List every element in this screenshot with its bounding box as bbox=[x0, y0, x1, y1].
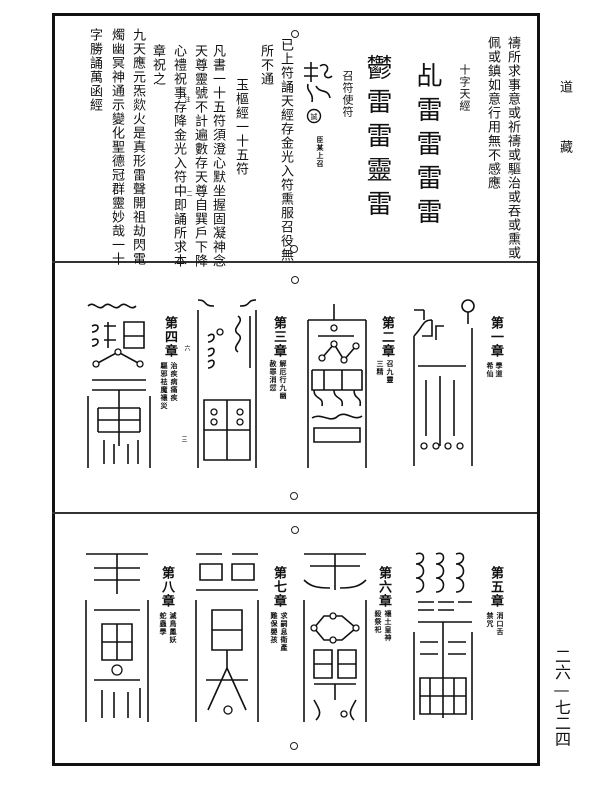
chapter-6-subtitle: 殺祭祀 bbox=[374, 610, 383, 634]
chapter-5-subtitle: 消口舌 bbox=[496, 612, 505, 636]
text-column: 已上符誦天經存金光入符熏服召役無 bbox=[278, 38, 293, 262]
talisman-chapter-2 bbox=[304, 300, 370, 470]
text-column: 章祝之 bbox=[150, 44, 165, 86]
circle-mark bbox=[291, 30, 299, 38]
text-column: 佩或鎮如意行用無不感應 bbox=[485, 36, 500, 190]
circle-mark bbox=[290, 742, 298, 750]
text-column: 心禮祝事存降金光入符中即誦所求本 bbox=[171, 44, 186, 268]
text-column: 燭幽冥神通示變化聖德冠群靈妙哉一十 bbox=[109, 28, 124, 266]
chapter-5-subtitle: 禁咒 bbox=[486, 612, 495, 628]
margin-book-title-1: 道 bbox=[557, 80, 572, 93]
circle-mark bbox=[290, 245, 298, 253]
page-number: 二六—七二四 bbox=[552, 648, 571, 747]
section-divider-1 bbox=[52, 261, 537, 263]
small-mark: 六 bbox=[183, 345, 190, 352]
text-column: 十字天經 bbox=[458, 64, 471, 112]
text-column: 天尊靈號不計遍數存天尊自巽戶下降 bbox=[192, 44, 207, 268]
chapter-4-title: 第四章 bbox=[162, 316, 177, 358]
circle-mark bbox=[291, 276, 299, 284]
seal-script-line: 乩雷雷雷雷 bbox=[412, 62, 442, 232]
talisman-chapter-8 bbox=[82, 550, 152, 726]
text-column: 凡書一十五符須澄心默坐握固凝神念 bbox=[210, 44, 225, 268]
talisman-chapter-1 bbox=[410, 296, 476, 472]
small-mark: 二 bbox=[185, 190, 192, 197]
text-column: 所不通 bbox=[258, 44, 273, 86]
chapter-8-title: 第八章 bbox=[159, 566, 174, 608]
text-column: 玉樞經一十五符 bbox=[233, 78, 248, 176]
side-note: 臣某上召 bbox=[316, 136, 325, 168]
chapter-7-subtitle: 求嗣息衛產 bbox=[280, 612, 289, 652]
margin-book-title-2: 藏 bbox=[557, 140, 572, 153]
chapter-8-subtitle: 滅鳥鳳妖 bbox=[169, 612, 178, 644]
chapter-4-subtitle: 驅邪祛魔禳災 bbox=[160, 362, 169, 410]
talisman-chapter-5 bbox=[410, 550, 476, 726]
chapter-3-subtitle: 赦罪消愆 bbox=[269, 360, 278, 392]
talisman-chapter-4 bbox=[84, 296, 154, 472]
chapter-2-title: 第二章 bbox=[379, 316, 394, 358]
small-mark: 注 bbox=[183, 96, 190, 103]
circle-mark bbox=[290, 492, 298, 500]
chapter-8-subtitle: 蛇蟲學 bbox=[159, 612, 168, 636]
chapter-1-subtitle: 學道 bbox=[495, 362, 504, 378]
section-divider-2 bbox=[52, 512, 537, 514]
chapter-7-title: 第七章 bbox=[271, 566, 286, 608]
talisman-glyph bbox=[300, 58, 334, 108]
chapter-3-title: 第三章 bbox=[271, 316, 286, 358]
chapter-6-subtitle: 禳土皇神 bbox=[384, 610, 393, 642]
chapter-7-subtitle: 難保嬰孩 bbox=[270, 612, 279, 644]
text-column: 禱所求事意或祈禱或驅治或吞或熏或 bbox=[505, 36, 520, 260]
page-frame bbox=[52, 13, 540, 766]
seal-stamp-icon: 誠 bbox=[306, 108, 322, 124]
circle-mark bbox=[291, 526, 299, 534]
chapter-1-subtitle: 希仙 bbox=[486, 362, 495, 378]
talisman-chapter-6 bbox=[300, 550, 370, 726]
talisman-chapter-7 bbox=[192, 550, 262, 726]
text-column: 九天應元炁欻火是真形雷聲開祖劫閃電 bbox=[130, 28, 145, 266]
chapter-3-subtitle: 解厄行九幽 bbox=[279, 360, 288, 400]
small-mark: 三 bbox=[180, 436, 187, 443]
talisman-chapter-3 bbox=[194, 296, 260, 472]
chapter-2-subtitle: 召九靈 bbox=[386, 360, 395, 384]
seal-script-line: 鬱雷雷靈雷 bbox=[362, 54, 392, 224]
chapter-5-title: 第五章 bbox=[488, 566, 503, 608]
svg-text:誠: 誠 bbox=[311, 112, 318, 121]
chapter-6-title: 第六章 bbox=[376, 566, 391, 608]
chapter-1-title: 第一章 bbox=[488, 316, 503, 358]
chapter-2-subtitle: 三精 bbox=[376, 360, 385, 376]
text-column: 召符使符 bbox=[341, 70, 354, 118]
chapter-4-subtitle: 治疾病痛疾 bbox=[170, 362, 179, 402]
text-column: 字勝誦萬函經 bbox=[87, 28, 102, 112]
